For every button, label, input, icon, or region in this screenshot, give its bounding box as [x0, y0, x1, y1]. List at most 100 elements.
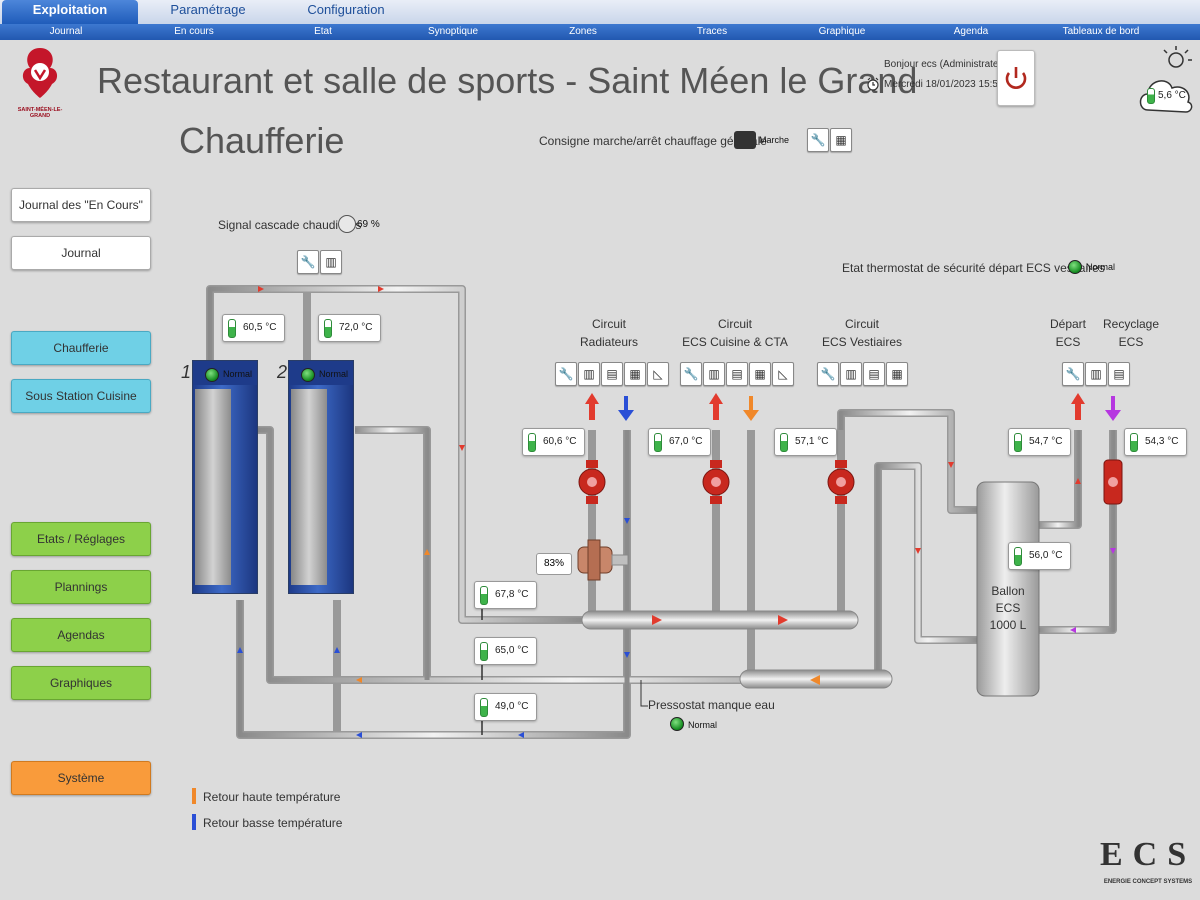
thermometer-icon — [528, 433, 536, 452]
collector-temperature-3: 49,0 °C — [474, 693, 538, 721]
journal-button[interactable]: Journal — [11, 236, 151, 270]
subtab-etat[interactable]: Etat — [314, 26, 332, 37]
chart-icon[interactable]: ▥ — [703, 362, 725, 386]
schedule-icon[interactable]: ▤ — [863, 362, 885, 386]
calendar-icon[interactable]: ▦ — [830, 128, 852, 152]
ecs-vestiaires-temperature: 57,1 °C — [774, 428, 838, 456]
tab-exploitation[interactable]: Exploitation — [2, 0, 138, 24]
radiateurs-temperature: 60,6 °C — [522, 428, 586, 456]
thermometer-icon — [1014, 433, 1022, 452]
journal-en-cours-button[interactable]: Journal des "En Cours" — [11, 188, 151, 222]
heating-curve-icon[interactable]: ◺ — [772, 362, 794, 386]
chaufferie-button[interactable]: Chaufferie — [11, 331, 151, 365]
schedule-icon[interactable]: ▤ — [1108, 362, 1130, 386]
current-datetime: Mercredi 18/01/2023 15:59:06 — [884, 79, 1018, 90]
ecs-cuisine-temperature: 67,0 °C — [648, 428, 712, 456]
circuit-radiateurs-title: Circuit Radiateurs — [579, 317, 639, 349]
cascade-value: 69 % — [357, 219, 380, 230]
user-greeting: Bonjour ecs (Administrateur) — [884, 59, 1011, 70]
thermometer-icon — [780, 433, 788, 452]
wrench-icon[interactable]: 🔧 — [555, 362, 577, 386]
subtab-en-cours[interactable]: En cours — [174, 26, 214, 37]
wrench-icon[interactable]: 🔧 — [1062, 362, 1084, 386]
systeme-button[interactable]: Système — [11, 761, 151, 795]
subtab-agenda[interactable]: Agenda — [953, 26, 989, 37]
schedule-icon[interactable]: ▤ — [601, 362, 623, 386]
thermometer-icon — [480, 586, 488, 605]
etats-reglages-button[interactable]: Etats / Réglages — [11, 522, 151, 556]
depart-ecs-temp-value: 54,7 °C — [1029, 436, 1063, 447]
valve-opening: 83% — [536, 553, 572, 575]
wrench-icon[interactable]: 🔧 — [680, 362, 702, 386]
thermostat-label: Etat thermostat de sécurité départ ECS v… — [842, 261, 1105, 275]
subtab-traces[interactable]: Traces — [696, 26, 728, 37]
page-subtitle: Chaufferie — [179, 120, 345, 161]
cascade-label: Signal cascade chaudières — [218, 218, 362, 232]
wrench-icon[interactable]: 🔧 — [297, 250, 319, 274]
schedule-icon[interactable]: ▤ — [726, 362, 748, 386]
flow-arrows — [237, 286, 1116, 738]
collector-temp-3-value: 49,0 °C — [495, 701, 529, 712]
depart-ecs-title: Départ ECS — [1049, 317, 1087, 349]
logout-button[interactable] — [997, 50, 1035, 106]
thermometer-icon — [324, 319, 332, 338]
boiler-1-temp-value: 60,5 °C — [243, 322, 277, 333]
thermostat-status-led — [1068, 260, 1082, 274]
subtab-tableaux-de-bord[interactable]: Tableaux de bord — [1062, 26, 1140, 37]
three-way-valve — [577, 539, 629, 581]
chart-icon[interactable]: ▥ — [578, 362, 600, 386]
pump-recyclage-ecs — [1103, 459, 1123, 505]
boiler-1-status: Normal — [223, 369, 253, 379]
tab-configuration[interactable]: Configuration — [307, 2, 385, 17]
plannings-button[interactable]: Plannings — [11, 570, 151, 604]
pressostat-label: Pressostat manque eau — [648, 698, 775, 712]
tab-parametrage[interactable]: Paramétrage — [170, 2, 246, 17]
chart-icon[interactable]: ▥ — [1085, 362, 1107, 386]
brand-tagline: ENERGIE CONCEPT SYSTEMS — [1103, 879, 1193, 885]
agendas-button[interactable]: Agendas — [11, 618, 151, 652]
consigne-state: Marche — [759, 135, 790, 145]
boiler-1-number: 1 — [181, 362, 192, 382]
subtab-graphique[interactable]: Graphique — [818, 26, 866, 37]
thermometer-icon — [1014, 547, 1022, 566]
page-title: Restaurant et salle de sports - Saint Mé… — [97, 60, 918, 101]
ballon-ecs-label: Ballon ECS 1000 L — [989, 584, 1027, 632]
wrench-icon[interactable]: 🔧 — [817, 362, 839, 386]
calendar-icon[interactable]: ▦ — [624, 362, 646, 386]
sub-nav: Journal En cours Etat Synoptique Zones T… — [0, 24, 1200, 40]
boiler-2-number: 2 — [277, 362, 288, 382]
boiler-2: Normal — [288, 360, 354, 594]
power-icon — [1005, 67, 1027, 89]
pump-ecs-vestiaires — [827, 460, 855, 504]
calendar-icon[interactable]: ▦ — [886, 362, 908, 386]
thermometer-icon — [480, 698, 488, 717]
pressostat-status-led — [670, 717, 684, 731]
boiler-2-status-led — [301, 368, 315, 382]
subtab-journal[interactable]: Journal — [49, 26, 83, 37]
thermometer-icon — [1130, 433, 1138, 452]
pump-ecs-cuisine — [702, 460, 730, 504]
calendar-icon[interactable]: ▦ — [749, 362, 771, 386]
outside-temp-value: 5,6 °C — [1158, 90, 1186, 101]
ballon-ecs-tank — [976, 481, 1040, 697]
chart-icon[interactable]: ▥ — [840, 362, 862, 386]
heating-curve-icon[interactable]: ◺ — [647, 362, 669, 386]
alarm-clock-icon — [866, 77, 880, 91]
graphiques-button[interactable]: Graphiques — [11, 666, 151, 700]
town-logo: SAINT-MÉEN-LE-GRAND — [8, 44, 72, 119]
brand-logo: ECS — [1100, 836, 1197, 873]
thermometer-icon — [228, 319, 236, 338]
recyclage-ecs-temperature: 54,3 °C — [1124, 428, 1188, 456]
switch-icon[interactable] — [734, 131, 756, 149]
subtab-synoptique[interactable]: Synoptique — [427, 26, 479, 37]
recyclage-ecs-title: Recyclage ECS — [1102, 317, 1160, 349]
sous-station-cuisine-button[interactable]: Sous Station Cuisine — [11, 379, 151, 413]
boiler-2-status: Normal — [319, 369, 349, 379]
subtab-zones[interactable]: Zones — [569, 26, 597, 37]
ecs-vestiaires-temp-value: 57,1 °C — [795, 436, 829, 447]
legend-swatch-low — [192, 814, 196, 830]
chart-icon[interactable]: ▥ — [320, 250, 342, 274]
wrench-icon[interactable]: 🔧 — [807, 128, 829, 152]
radiateurs-temp-value: 60,6 °C — [543, 436, 577, 447]
